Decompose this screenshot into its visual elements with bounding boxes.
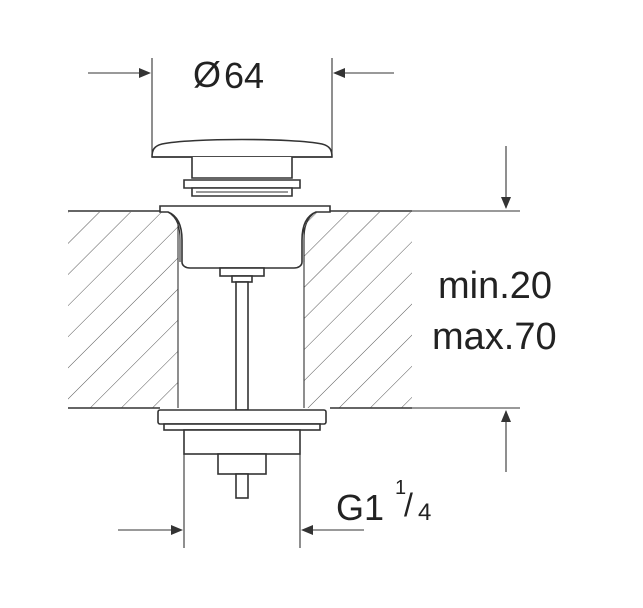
diameter-value: 64 [224,55,264,96]
thickness-min-label: min.20 [438,265,552,307]
drain-flange [159,205,331,269]
countertop-right [304,212,412,408]
thickness-max-label: max.70 [432,316,557,358]
diameter-symbol: Ø [193,54,221,95]
diameter-dimension: Ø 64 [88,54,394,155]
thread-numerator: 1 [395,477,406,499]
thickness-dimension: min.20 max.70 [432,146,557,472]
drain-cap [151,138,333,158]
thread-denominator: 4 [418,499,431,526]
lower-nut [157,409,327,455]
thread-dimension: G1 1 / 4 [118,454,431,548]
thread-slash: / [404,487,413,523]
thread-prefix: G1 [336,487,384,528]
tail-piece [217,453,267,499]
countertop-left [68,212,178,408]
cap-collar [183,157,301,197]
drain-rod [219,267,265,411]
